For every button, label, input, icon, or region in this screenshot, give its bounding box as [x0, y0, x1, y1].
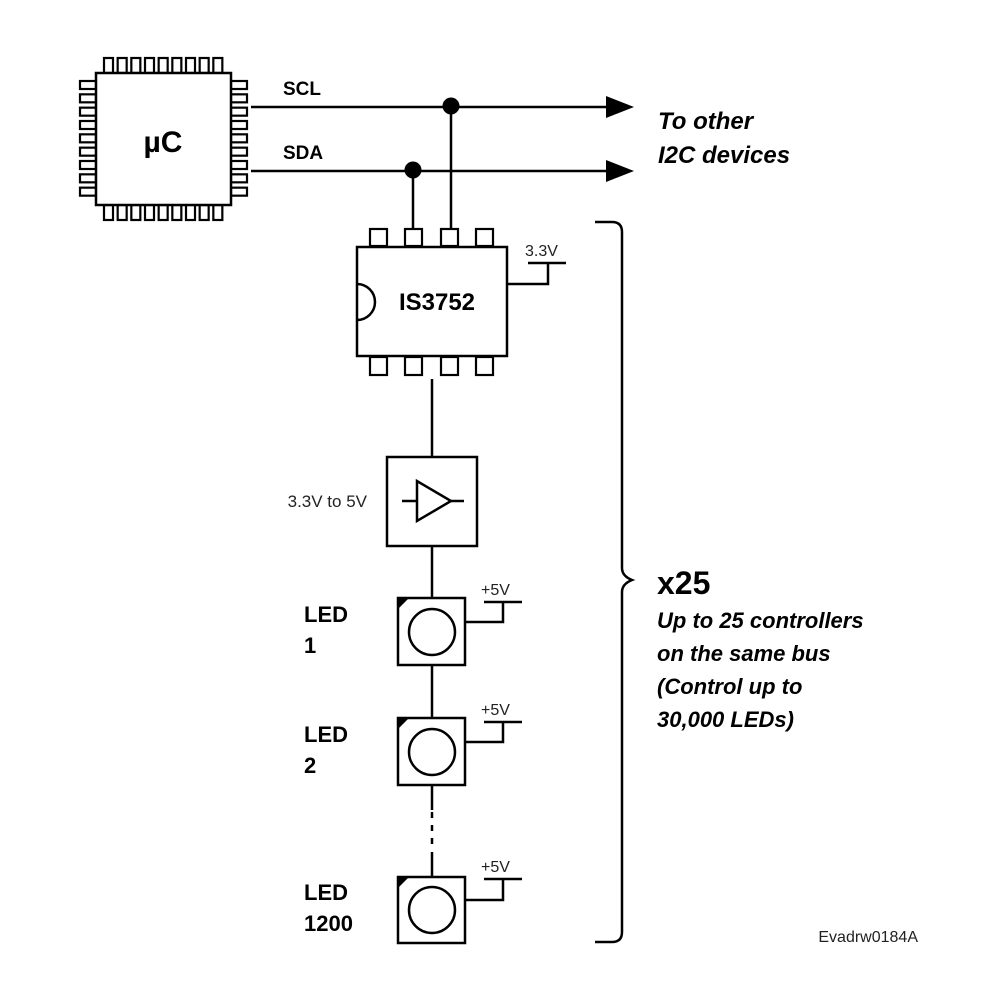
destination-line2: I2C devices — [658, 142, 790, 169]
led-lens-icon — [407, 885, 457, 935]
chip-pin — [143, 56, 156, 75]
chip-notch-icon — [356, 282, 377, 322]
led-orientation-mark-icon — [399, 878, 408, 887]
led-supply-label: +5V — [481, 702, 510, 719]
chip-pin — [229, 173, 249, 184]
sda-label: SDA — [283, 143, 323, 164]
chip-pin — [78, 146, 98, 157]
pin — [474, 355, 495, 377]
led-label-line1: LED — [304, 602, 348, 627]
chip-pin — [229, 133, 249, 144]
chip-pin — [229, 146, 249, 157]
sda-arrow-icon — [606, 160, 634, 182]
microcontroller: µC — [78, 56, 249, 222]
pin — [368, 355, 389, 377]
led-label-line2: 1 — [304, 633, 316, 658]
controller-chip: IS3752 3.3V — [355, 227, 566, 457]
chip-pin — [198, 203, 210, 222]
chip-pin — [78, 133, 98, 144]
microcontroller-body — [94, 71, 233, 207]
chip-pin — [171, 203, 183, 222]
chip-pin — [130, 56, 142, 75]
i2c-bus: SCL SDA To other I2C devices — [251, 79, 790, 228]
chip-pin — [184, 203, 197, 222]
controller-top-pins — [368, 227, 495, 248]
chip-pin — [229, 159, 249, 171]
controller-label: IS3752 — [399, 289, 475, 316]
led-lens-icon — [407, 727, 457, 777]
chip-pin — [171, 56, 183, 75]
controller-bottom-pins — [368, 355, 495, 377]
chip-pin — [78, 119, 98, 131]
chip-pin — [78, 106, 98, 117]
pin — [474, 227, 495, 248]
led-supply-wire — [465, 602, 505, 624]
microcontroller-label: µC — [144, 126, 183, 159]
chip-pin — [229, 93, 249, 104]
led-label-line1: LED — [304, 722, 348, 747]
controller-supply-label: 3.3V — [525, 243, 558, 260]
repeat-note-line: 30,000 LEDs) — [657, 707, 794, 732]
chip-pin — [229, 186, 249, 197]
chip-pin — [78, 159, 98, 171]
chip-pin — [184, 56, 197, 75]
pin — [403, 355, 424, 377]
pin — [403, 227, 424, 248]
controller-body — [355, 245, 509, 358]
chip-pin — [157, 56, 169, 75]
led-orientation-mark-icon — [399, 599, 408, 608]
led-2: +5V LED 2 — [304, 702, 522, 787]
drawing-id: Evadrw0184A — [818, 929, 918, 946]
pin — [439, 355, 460, 377]
led-1: +5V LED 1 — [304, 582, 522, 667]
chip-pin — [229, 106, 249, 117]
led-supply-wire — [465, 879, 505, 902]
controller-supply-wire — [507, 263, 550, 286]
level-shifter: 3.3V to 5V — [288, 455, 479, 598]
chip-pin — [78, 79, 98, 91]
led-label-line2: 2 — [304, 753, 316, 778]
chip-pin — [78, 93, 98, 104]
chip-pin — [212, 56, 224, 75]
chip-pin — [116, 56, 128, 75]
chip-pin — [157, 203, 169, 222]
chip-pin — [78, 186, 98, 197]
pin — [439, 227, 460, 248]
chip-pin — [198, 56, 210, 75]
destination-line1: To other — [658, 108, 755, 135]
chip-pin — [78, 173, 98, 184]
repeat-multiplier: x25 — [657, 565, 710, 601]
led-1200: +5V LED 1200 — [304, 859, 522, 945]
chip-pin — [116, 203, 128, 222]
chip-pin — [130, 203, 142, 222]
led-lens-icon — [407, 607, 457, 657]
chip-pin — [229, 79, 249, 91]
chip-pin — [102, 203, 115, 222]
led-orientation-mark-icon — [399, 719, 408, 728]
chip-pin — [143, 203, 156, 222]
level-shifter-label: 3.3V to 5V — [288, 492, 368, 511]
led-supply-label: +5V — [481, 859, 510, 876]
led-supply-wire — [465, 722, 505, 744]
pin — [368, 227, 389, 248]
scl-arrow-icon — [606, 96, 634, 118]
chip-pin — [102, 56, 115, 75]
repeat-note-line: Up to 25 controllers — [657, 608, 864, 633]
repeat-note-line: on the same bus — [657, 641, 831, 666]
scl-label: SCL — [283, 79, 321, 100]
buffer-triangle-icon — [402, 478, 464, 524]
led-label-line2: 1200 — [304, 911, 353, 936]
chip-pin — [229, 119, 249, 131]
led-supply-label: +5V — [481, 582, 510, 599]
led-label-line1: LED — [304, 880, 348, 905]
chip-pin — [212, 203, 224, 222]
repeat-note-line: (Control up to — [657, 674, 802, 699]
repeat-brace-icon — [595, 220, 636, 944]
